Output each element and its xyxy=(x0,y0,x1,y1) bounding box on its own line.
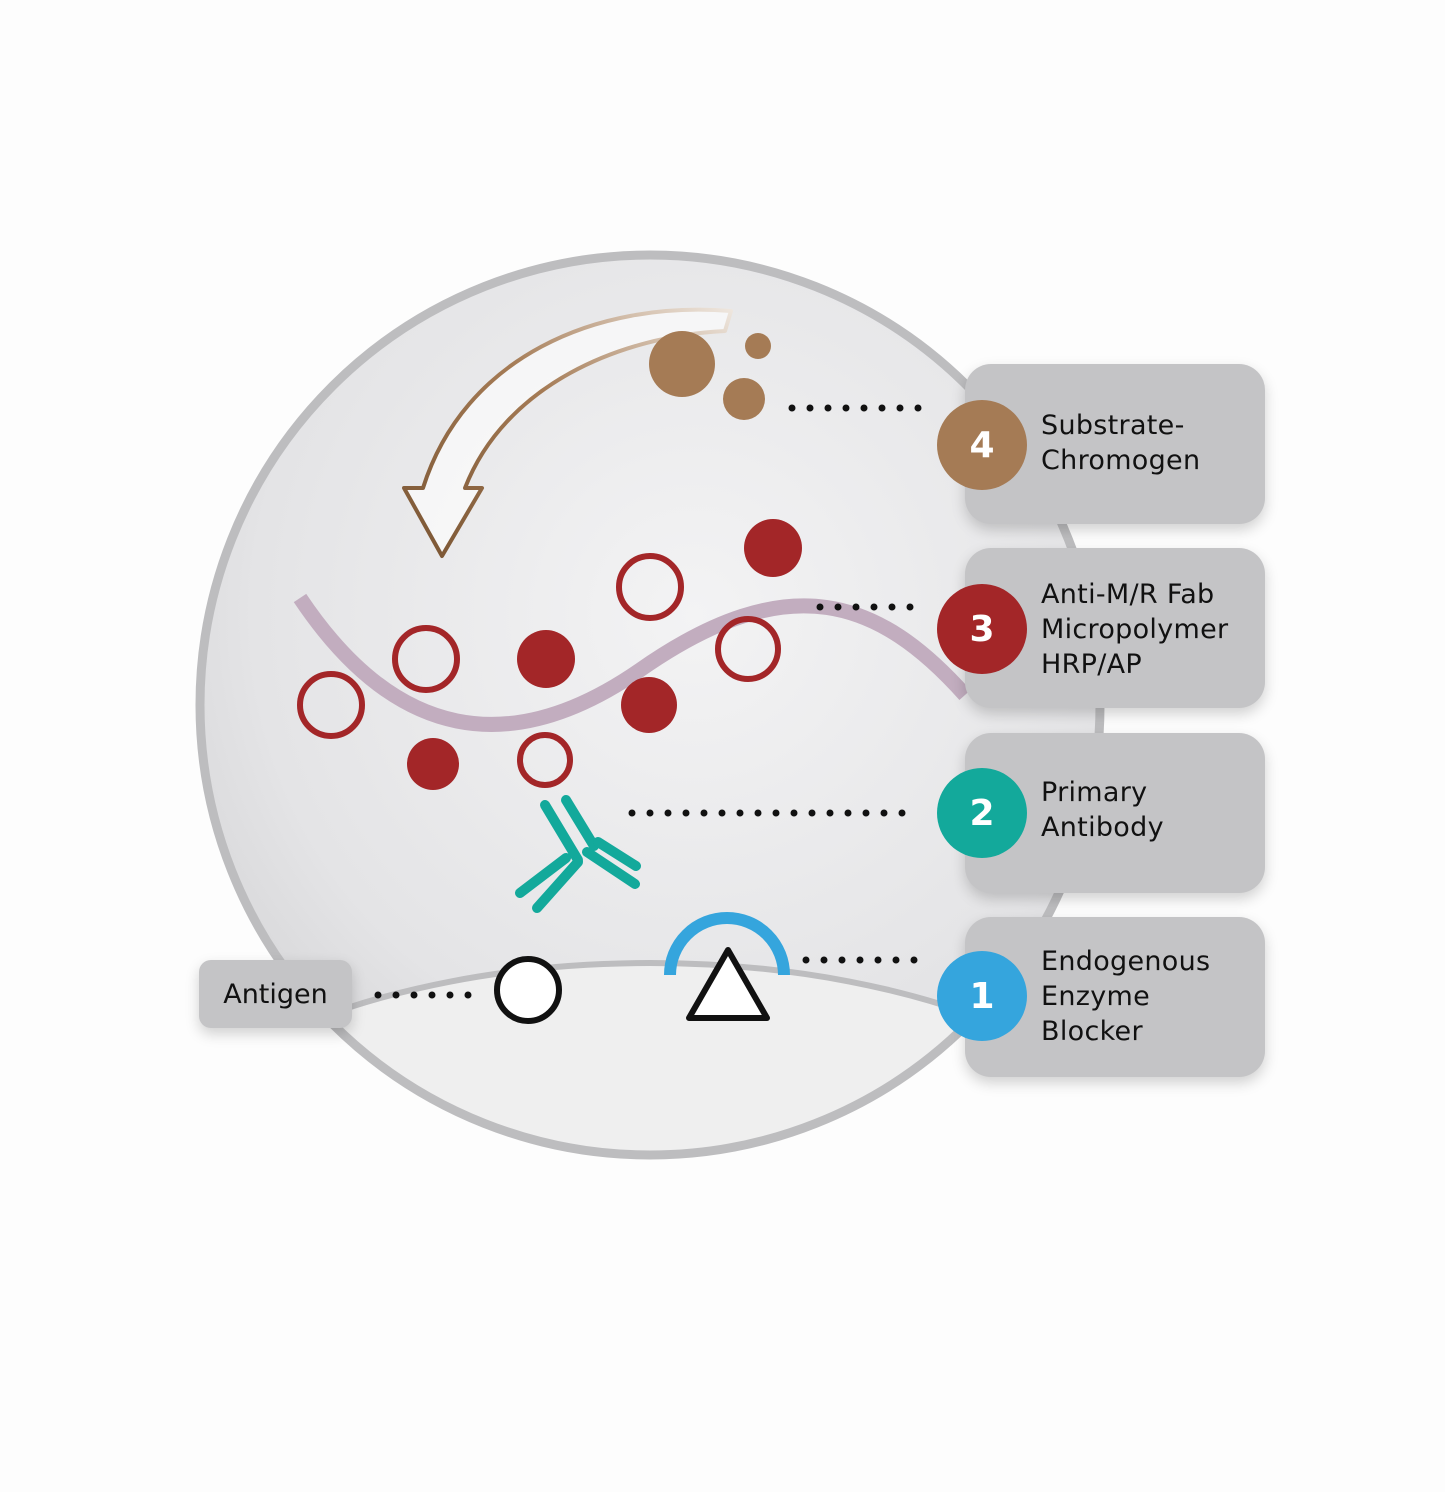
step-1-badge: 1 xyxy=(937,951,1027,1041)
enzyme-ring xyxy=(517,732,573,788)
step-2-label: Primary Antibody xyxy=(1041,775,1164,845)
step-1-line: Blocker xyxy=(1041,1016,1143,1047)
step-3-line: Anti-M/R Fab xyxy=(1041,579,1215,610)
enzyme-ring xyxy=(297,671,365,739)
step-4-badge: 4 xyxy=(937,400,1027,490)
step-3-badge: 3 xyxy=(937,584,1027,674)
chromogen-dot xyxy=(745,333,771,359)
step-4-line: Substrate- xyxy=(1041,410,1185,441)
enzyme-ring xyxy=(392,625,460,693)
blocker-arc-icon xyxy=(664,912,790,976)
polymer-strand xyxy=(293,593,971,732)
chromogen-dot xyxy=(723,378,765,420)
step-1-label: Endogenous Enzyme Blocker xyxy=(1041,944,1210,1049)
curved-arrow-icon xyxy=(402,307,733,558)
antigen-label-box: Antigen xyxy=(199,960,352,1028)
primary-antibody-icon xyxy=(515,795,641,913)
step-3-label: Anti-M/R Fab Micropolymer HRP/AP xyxy=(1041,577,1228,682)
step-2-line: Antibody xyxy=(1041,812,1164,843)
step-1-line: Enzyme xyxy=(1041,981,1151,1012)
step-2-line: Primary xyxy=(1041,777,1148,808)
step-1-line: Endogenous xyxy=(1041,946,1211,977)
antigen-label: Antigen xyxy=(223,978,328,1010)
antigen-circle xyxy=(494,956,562,1024)
step-3-number: 3 xyxy=(969,608,995,650)
step-4-label: Substrate- Chromogen xyxy=(1041,408,1200,478)
chromogen-dot xyxy=(649,331,715,397)
enzyme-open-rings xyxy=(297,553,781,788)
enzyme-dot-filled xyxy=(621,677,677,733)
step-2-badge: 2 xyxy=(937,768,1027,858)
step-1-number: 1 xyxy=(969,975,995,1017)
enzyme-dot-filled xyxy=(517,630,575,688)
step-2-number: 2 xyxy=(969,792,995,834)
enzyme-ring xyxy=(715,616,781,682)
step-4-number: 4 xyxy=(969,424,995,466)
step-3-line: Micropolymer xyxy=(1041,614,1229,645)
enzyme-dot-filled xyxy=(407,738,459,790)
endogenous-enzyme-triangle xyxy=(686,947,770,1021)
step-4-line: Chromogen xyxy=(1041,445,1201,476)
step-3-line: HRP/AP xyxy=(1041,649,1142,680)
enzyme-ring xyxy=(616,553,684,621)
enzyme-filled-dots xyxy=(407,519,802,790)
enzyme-dot-filled xyxy=(744,519,802,577)
